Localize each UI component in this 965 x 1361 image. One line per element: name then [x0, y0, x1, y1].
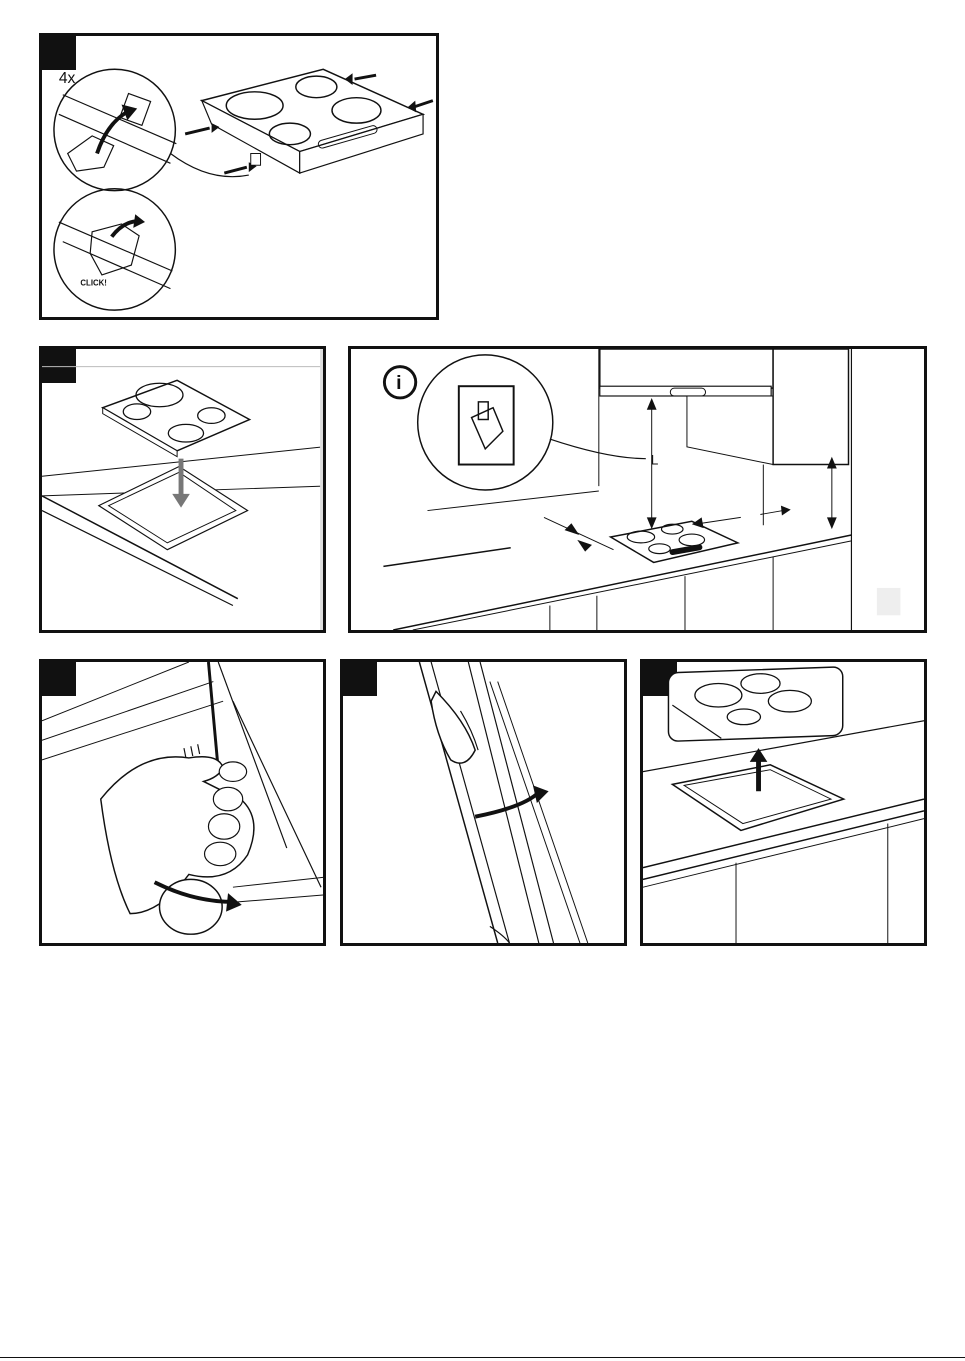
clip-fitting-illustration: CLICK! 4x [42, 36, 436, 317]
pry-edge-illustration [343, 662, 624, 943]
panel-clearance: i L [348, 346, 927, 633]
screw-release-illustration [42, 662, 323, 943]
click-label: CLICK! [80, 279, 107, 288]
clearance-illustration: i L [351, 349, 924, 630]
lift-hob-illustration [643, 662, 924, 943]
quantity-label: 4x [59, 70, 76, 87]
panel-pry-edge [340, 659, 627, 946]
panel-lower-hob [39, 346, 326, 633]
page-bottom-rule [0, 1357, 965, 1358]
panel-screw-release [39, 659, 326, 946]
dimension-l-label: L [651, 453, 659, 468]
panel-lift-hob [640, 659, 927, 946]
panel-clip-fitting: CLICK! 4x [39, 33, 439, 320]
lower-hob-illustration [42, 349, 323, 630]
info-symbol: i [396, 372, 401, 394]
